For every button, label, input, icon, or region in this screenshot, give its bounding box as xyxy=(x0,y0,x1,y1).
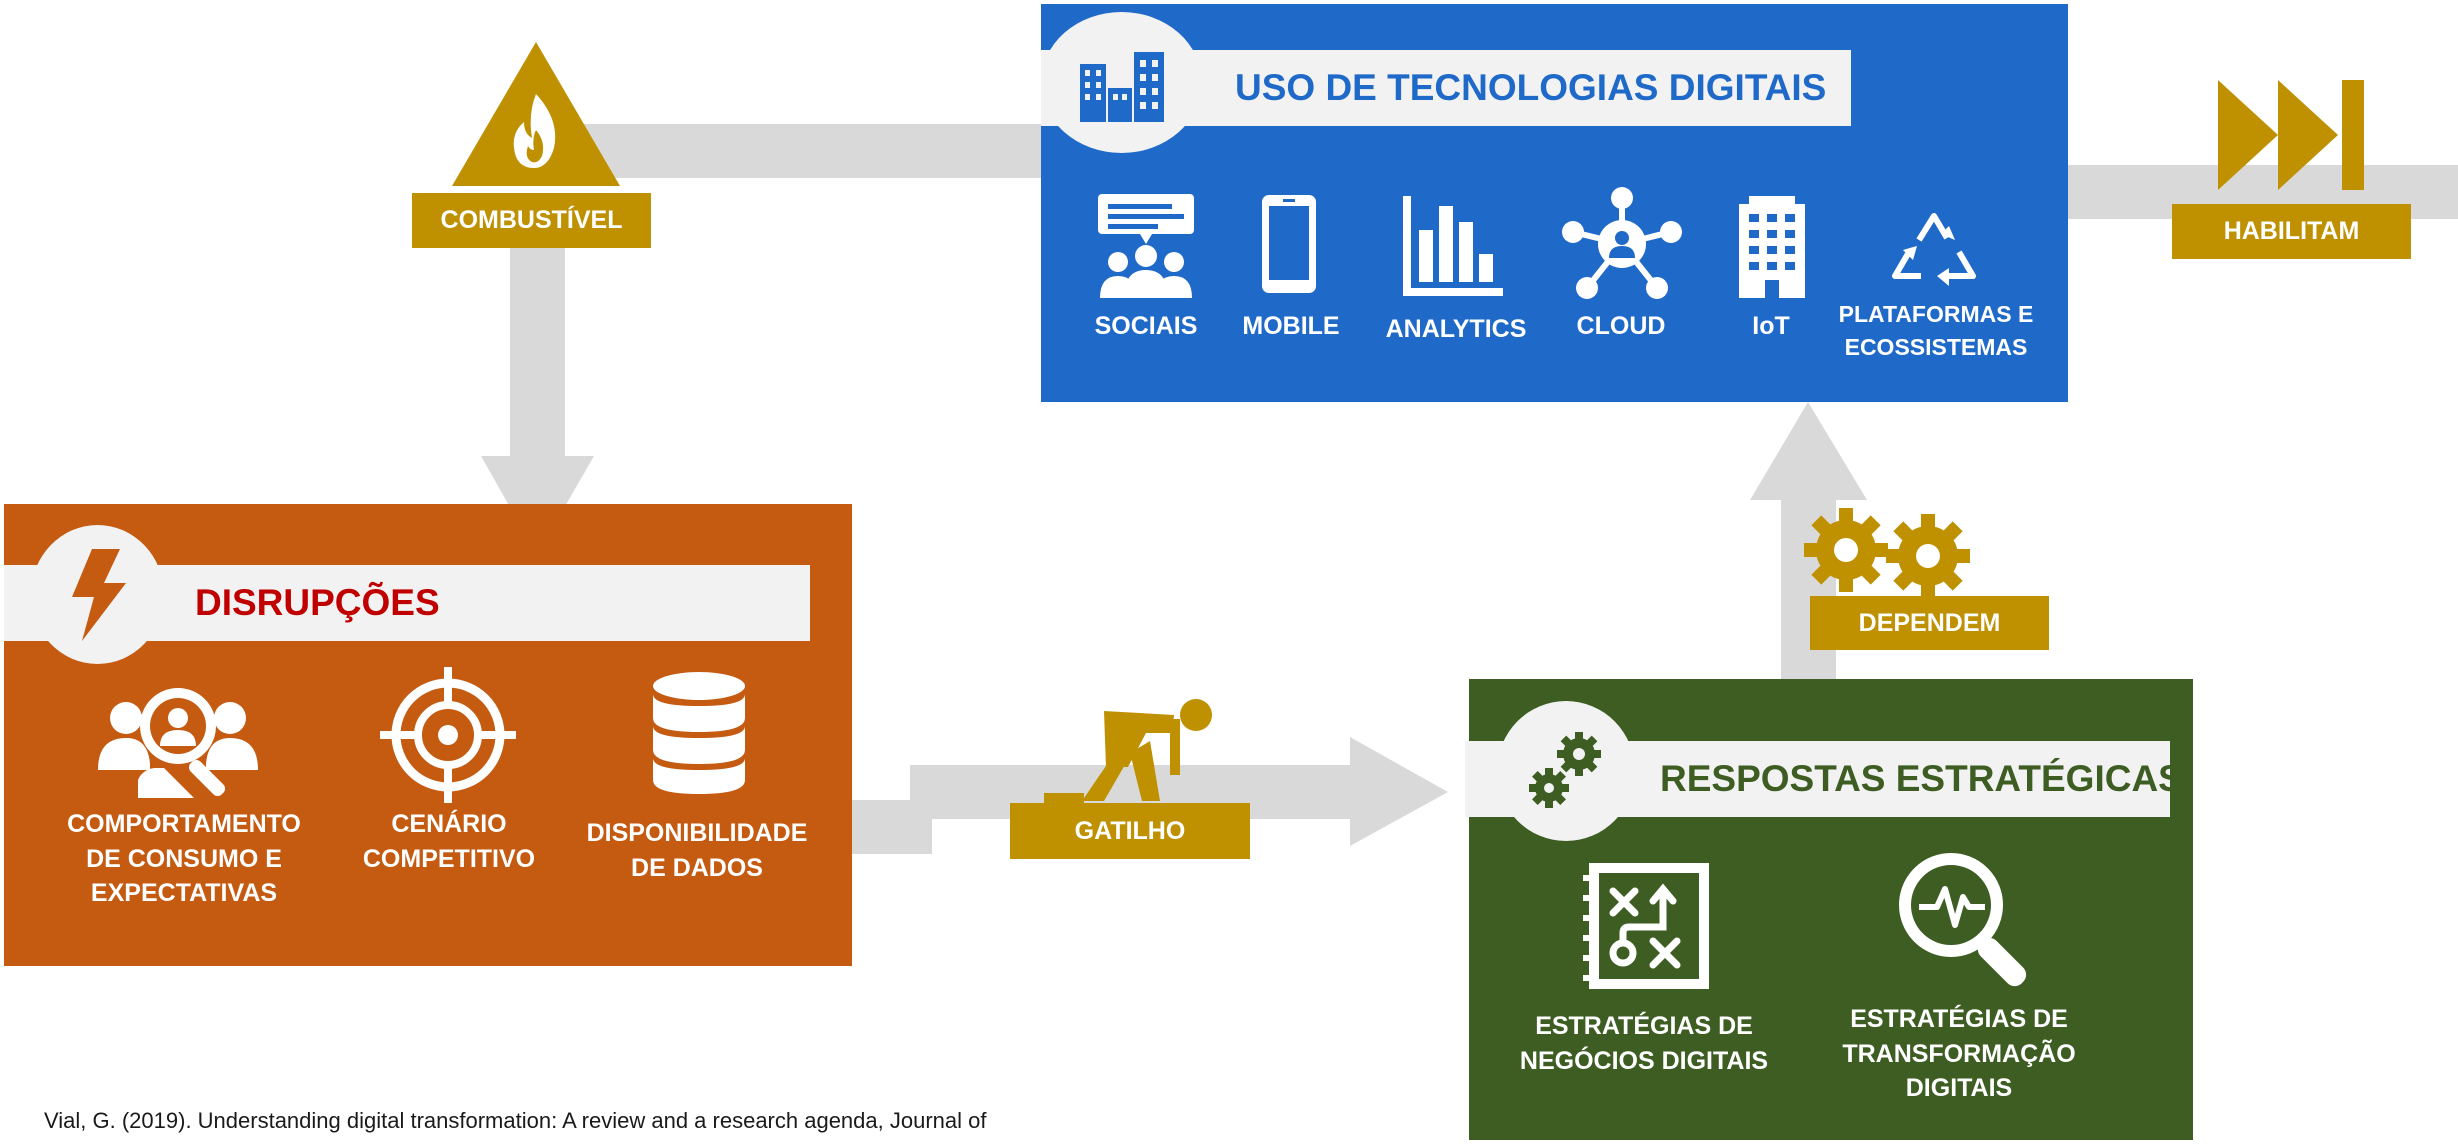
runner-start-icon xyxy=(1044,699,1212,805)
disruption-label-comportamento-line2: DE CONSUMO E xyxy=(86,844,282,873)
people-search-icon xyxy=(98,688,258,798)
strategy-label-transformacao-line1: ESTRATÉGIAS DE xyxy=(1850,1005,2068,1033)
tech-label-iot: IoT xyxy=(1752,312,1790,340)
building-icon xyxy=(1739,196,1805,298)
arrow-combustivel-horizontal xyxy=(540,124,1045,178)
gears-small-icon xyxy=(1529,732,1601,808)
strategy-label-transformacao: ESTRATÉGIAS DE TRANSFORMAÇÃO DIGITAIS xyxy=(1809,1002,2109,1106)
magnifier-pulse-icon xyxy=(1899,853,2027,987)
strategy-label-transformacao-line3: DIGITAIS xyxy=(1905,1074,2013,1102)
strategy-label-negocios-line2: NEGÓCIOS DIGITAIS xyxy=(1519,1046,1769,1075)
disruptions-title-circle xyxy=(31,525,164,664)
tech-label-plataformas-line1: PLATAFORMAS E xyxy=(1838,301,2034,327)
warning-flame-icon xyxy=(452,42,620,186)
arrow-gatilho-head xyxy=(1350,737,1448,846)
arrow-combustivel-vertical xyxy=(510,240,565,456)
disruption-label-dados-line1: DISPONIBILIDADE xyxy=(586,819,808,847)
disruption-label-cenario-line1: CENÁRIO xyxy=(391,810,507,838)
label-habilitam: HABILITAM xyxy=(2172,204,2411,259)
disruptions-box: DISRUPÇÕES COMPORTAMENTO DE CONSUMO E EX… xyxy=(4,504,852,966)
disruption-label-dados: DISPONIBILIDADE DE DADOS xyxy=(567,816,827,885)
smartphone-icon xyxy=(1262,195,1316,293)
strategy-label-transformacao-line2: TRANSFORMAÇÃO xyxy=(1842,1039,2076,1068)
label-combustivel: COMBUSTÍVEL xyxy=(412,193,651,248)
disruption-label-cenario: CENÁRIO COMPETITIVO xyxy=(334,807,564,876)
label-gatilho: GATILHO xyxy=(1010,803,1250,859)
fast-forward-icon xyxy=(2218,80,2364,190)
tech-label-plataformas: PLATAFORMAS E ECOSSISTEMAS xyxy=(1821,298,2051,363)
database-icon xyxy=(653,672,745,794)
strategy-label-negocios: ESTRATÉGIAS DE NEGÓCIOS DIGITAIS xyxy=(1509,1009,1779,1078)
technologies-box: USO DE TECNOLOGIAS DIGITAIS SO xyxy=(1041,4,2068,402)
gears-icon xyxy=(1804,508,1970,596)
strategies-box: RESPOSTAS ESTRATÉGICAS ESTRATÉGI xyxy=(1465,679,2193,1140)
citation-text: Vial, G. (2019). Understanding digital t… xyxy=(44,1108,987,1133)
disruption-label-comportamento-line1: COMPORTAMENTO xyxy=(67,810,301,838)
strategy-board-icon xyxy=(1583,863,1709,989)
technologies-title-circle xyxy=(1041,12,1202,153)
lightning-icon xyxy=(71,548,126,641)
disruption-label-comportamento: COMPORTAMENTO DE CONSUMO E EXPECTATIVAS xyxy=(49,807,319,911)
disruption-label-cenario-line2: COMPETITIVO xyxy=(362,844,536,873)
city-buildings-icon xyxy=(1079,51,1164,122)
tech-label-mobile: MOBILE xyxy=(1242,312,1340,340)
arrow-dependem-head xyxy=(1750,402,1867,500)
tech-label-cloud: CLOUD xyxy=(1576,312,1666,340)
target-icon xyxy=(380,667,516,803)
tech-label-plataformas-line2: ECOSSISTEMAS xyxy=(1844,333,2028,360)
recycle-icon xyxy=(1892,213,1976,286)
network-hub-icon xyxy=(1562,187,1682,299)
label-dependem: DEPENDEM xyxy=(1810,596,2049,650)
disruption-label-comportamento-line3: EXPECTATIVAS xyxy=(90,879,278,907)
social-chat-icon xyxy=(1098,194,1194,298)
strategy-label-negocios-line1: ESTRATÉGIAS DE xyxy=(1535,1012,1753,1040)
disruption-label-dados-line2: DE DADOS xyxy=(631,853,763,882)
tech-label-analytics: ANALYTICS xyxy=(1385,315,1527,343)
strategies-title-circle xyxy=(1497,701,1635,841)
tech-label-sociais: SOCIAIS xyxy=(1094,312,1198,340)
bar-chart-icon xyxy=(1403,196,1503,296)
